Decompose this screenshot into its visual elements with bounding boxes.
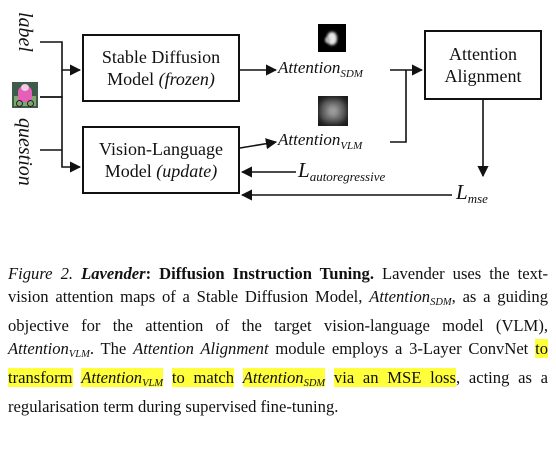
- caption-text-4: module employs a 3-Layer ConvNet: [268, 339, 536, 358]
- align-line1: Attention: [449, 44, 517, 64]
- caption-attention-sdm: AttentionSDM: [369, 287, 452, 308]
- attention-alignment-box: Attention Alignment: [424, 30, 542, 100]
- image-to-vlm-arrow: [40, 96, 82, 173]
- caption-text-2: , as a guiding objective for the attenti…: [8, 287, 548, 335]
- vision-language-box: Vision-Language Model (update): [82, 126, 240, 194]
- stable-diffusion-box: Stable Diffusion Model (frozen): [82, 34, 240, 102]
- highlight-mse-loss: via an MSE loss: [333, 368, 456, 387]
- vlm-line2: Model (update): [104, 161, 218, 181]
- question-input-text: question: [14, 118, 36, 186]
- vlm-line1: Vision-Language: [99, 139, 223, 159]
- l-mse-label: Lmse: [456, 180, 488, 206]
- caption-text-5: , acting as a regularisation term during…: [8, 368, 549, 416]
- align-line2: Alignment: [444, 66, 522, 86]
- l-autoregressive-label: Lautoregressive: [298, 158, 386, 184]
- caption-attention-vlm: AttentionVLM: [8, 339, 90, 360]
- attn-vlm-to-align-arrow: [390, 70, 407, 143]
- highlight-attention-sdm: AttentionSDM: [242, 368, 326, 389]
- input-image-icon: [12, 82, 38, 108]
- caption-lavender: Lavender: [81, 264, 146, 283]
- attention-sdm-label: AttentionSDM: [278, 58, 363, 80]
- attention-map-vlm-icon: [318, 96, 348, 126]
- label-input-text: label: [14, 12, 36, 52]
- caption-colon: :: [145, 264, 152, 283]
- caption-text-3: . The: [89, 339, 134, 358]
- sdm-line2: Model (frozen): [107, 69, 215, 89]
- highlight-to-match: to match: [171, 368, 235, 387]
- caption-text-1: Lavender uses the text-vision attention …: [8, 264, 549, 306]
- attention-vlm-label: AttentionVLM: [278, 130, 363, 152]
- caption-attention-alignment: Attention Alignment: [133, 339, 269, 358]
- label-to-sdm-arrow: [40, 41, 82, 76]
- figure-diagram: label question Stable Diffusion Model (f…: [12, 12, 542, 206]
- caption-title: Diffusion Instruction Tuning.: [151, 264, 374, 283]
- highlight-attention-vlm: AttentionVLM: [81, 368, 164, 389]
- diagram-connectors: [40, 41, 489, 201]
- vlm-to-attention-arrow: [239, 138, 278, 150]
- attention-map-sdm-icon: [318, 24, 346, 52]
- image-to-sdm-arrow: [40, 70, 63, 98]
- caption-figure-number: Figure 2.: [8, 264, 74, 283]
- figure-caption: Figure 2. Lavender: Diffusion Instructio…: [8, 262, 548, 418]
- sdm-line1: Stable Diffusion: [101, 47, 221, 67]
